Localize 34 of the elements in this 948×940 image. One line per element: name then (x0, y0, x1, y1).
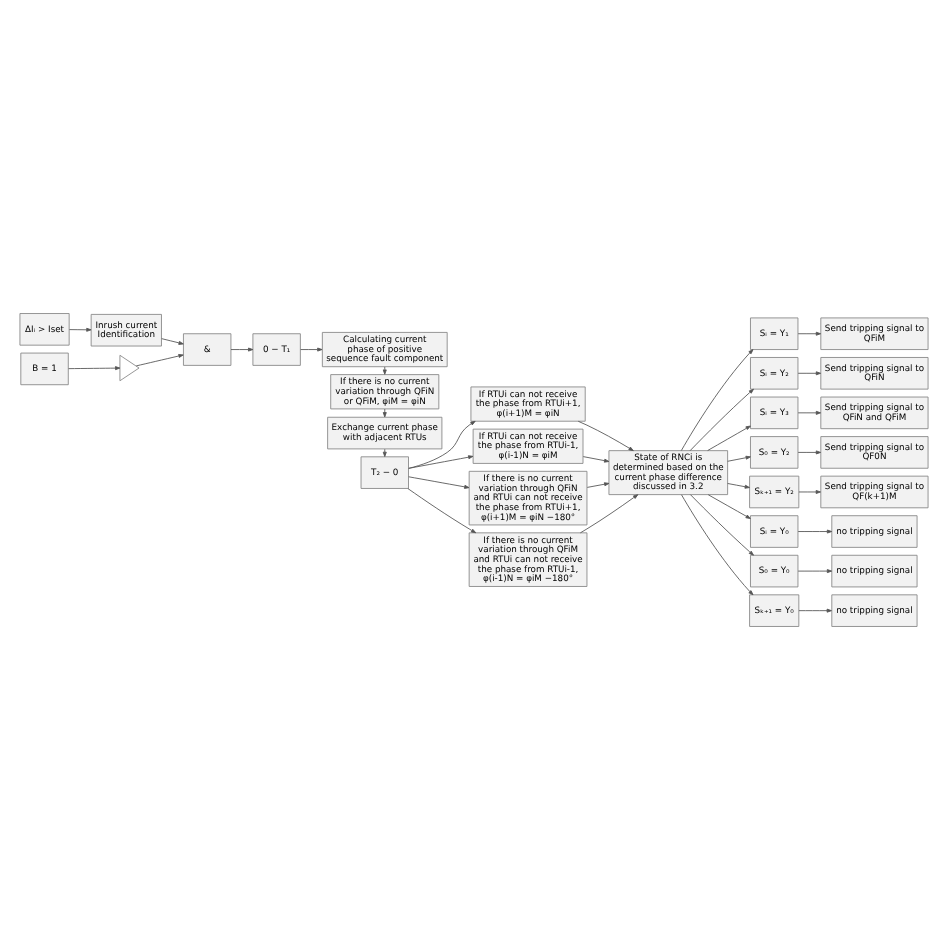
arrow (689, 388, 754, 452)
arrow (681, 494, 754, 596)
arrow (797, 410, 822, 415)
arrow (798, 490, 821, 494)
arrow (577, 420, 634, 452)
arrow (707, 494, 751, 519)
arrow (727, 455, 751, 462)
arrow (797, 371, 822, 376)
arrow (727, 483, 750, 489)
arrow (582, 456, 610, 463)
arrow (408, 476, 470, 489)
arrow (161, 338, 184, 345)
arrow (408, 455, 474, 469)
arrow (300, 347, 323, 352)
arrow (690, 494, 754, 556)
arrow (798, 608, 832, 613)
arrow (680, 349, 754, 451)
node-triangle (119, 354, 140, 382)
arrow (586, 482, 610, 488)
arrow (382, 448, 387, 457)
arrow (408, 420, 476, 469)
arrow (579, 494, 639, 534)
arrow (382, 408, 387, 418)
arrow (407, 488, 477, 534)
arrow (797, 450, 822, 455)
arrow (135, 354, 184, 367)
arrow (230, 347, 254, 352)
arrow (69, 327, 92, 332)
arrow (707, 425, 751, 451)
arrow (382, 366, 387, 375)
arrow (797, 529, 833, 534)
arrow (797, 569, 833, 574)
arrow (797, 331, 822, 336)
arrow (68, 366, 121, 371)
